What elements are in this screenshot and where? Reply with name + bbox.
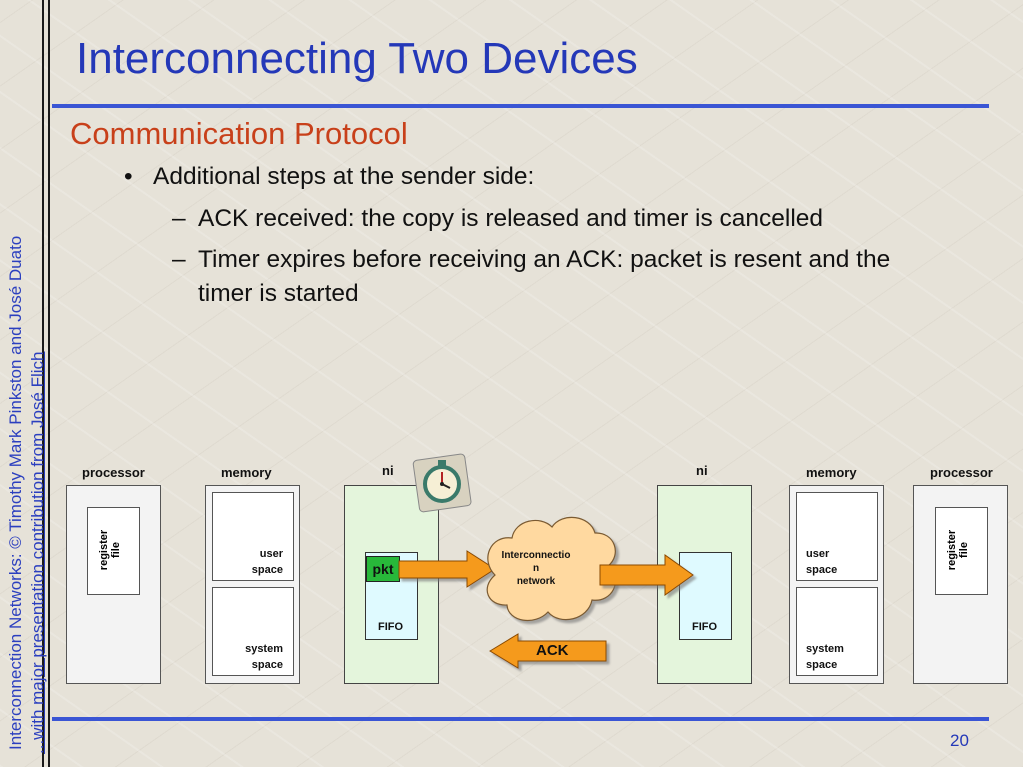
left-ni-box [344,485,439,684]
left-border-line-2 [48,0,50,767]
right-processor-label: processor [930,465,993,480]
footer-rule [52,717,989,721]
left-border-line [42,0,44,767]
forward-arrow [599,554,694,596]
left-processor-label: processor [82,465,145,480]
send-arrow [398,550,496,588]
slide-title: Interconnecting Two Devices [76,34,638,83]
left-ni-label: ni [382,463,394,478]
bullet-text: Additional steps at the sender side: [153,163,535,190]
ack-arrow [489,633,607,669]
right-user-space [796,492,878,581]
sub-bullet-1: ACK received: the copy is released and t… [198,205,824,232]
right-system-space [796,587,878,676]
sub-bullet-2-cont: timer is started [198,280,359,307]
slide-subtitle: Communication Protocol [70,116,408,151]
title-rule [52,104,989,108]
left-system-space [212,587,294,676]
left-register-file [87,507,140,595]
dash-marker: – [172,205,186,232]
left-user-space [212,492,294,581]
dash-marker: – [172,246,186,273]
ack-label: ACK [536,642,569,659]
left-memory-label: memory [221,465,272,480]
pkt-block: pkt [366,556,400,582]
stopwatch-icon [412,453,472,513]
bullet-marker: • [124,163,133,190]
left-fifo-label: FIFO [377,621,404,633]
right-fifo-label: FIFO [691,621,718,633]
right-register-file [935,507,988,595]
right-ni-label: ni [696,463,708,478]
page-number: 20 [950,731,969,750]
right-memory-label: memory [806,465,857,480]
sub-bullet-2: Timer expires before receiving an ACK: p… [198,246,891,273]
right-fifo [679,552,732,640]
